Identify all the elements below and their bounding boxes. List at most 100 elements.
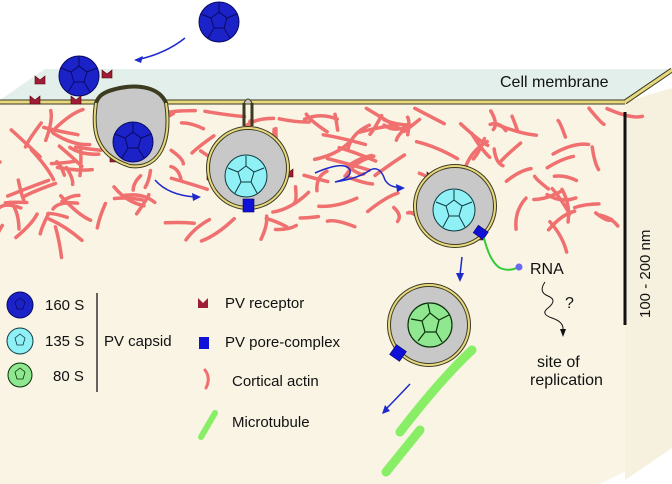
actin-filament [78,145,83,178]
actin-filament [560,187,571,224]
actin-filament [14,212,39,240]
actin-filament [0,223,5,233]
actin-filament [551,142,591,156]
actin-filament [605,106,645,119]
actin-filament [514,196,528,231]
rna-label: RNA [530,261,564,278]
question-mark: ? [565,295,574,312]
actin-filament [5,178,51,198]
actin-filament [49,159,77,166]
legend-group-pv-capsid: PV capsid [104,333,172,350]
capsid-160s-internalized [112,121,154,163]
actin-filament [112,196,145,202]
actin-filament [23,121,43,149]
actin-filament [302,173,330,184]
pore-complex-vesicle-2 [242,198,255,213]
vesicle-membrane [93,102,169,168]
arrowhead [382,405,390,414]
actin-filament [134,192,151,216]
actin-filament [163,220,196,225]
vesicle-neck-top [243,98,253,104]
membrane-top-surface [0,69,672,100]
actin-filament [325,218,357,229]
legend-icon-160s [6,291,34,319]
actin-filament [22,181,58,198]
rna-strand [483,237,519,271]
membrane-edge-fill [624,68,672,104]
scale-bar-label: 100 - 200 nm [637,230,654,318]
actin-filament [95,201,108,230]
actin-filament [504,166,533,184]
actin-filament [498,141,523,164]
receptor [29,95,41,105]
receptor [101,69,113,79]
actin-filament [292,184,298,205]
actin-filament [346,123,372,151]
legend-icon-80s [7,362,33,388]
arrowhead [396,184,405,192]
actin-filament [304,112,329,134]
actin-filament [317,196,359,209]
actin-filament [590,145,601,172]
trafficking-arrow-3 [459,256,463,276]
actin-filament [556,118,568,139]
actin-filament [550,186,572,216]
actin-filament [169,176,210,192]
actin-filament [321,133,368,147]
actin-filament [325,156,371,172]
microtubule-icon [198,410,218,440]
legend-label-pore-complex: PV pore-complex [225,334,341,351]
actin-filament [131,174,143,192]
legend-capsids: 160 S 135 S 80 S PV capsid [6,291,172,392]
actin-filament [43,108,54,143]
actin-filament [333,112,340,132]
entry-arrow-1 [135,37,186,61]
actin-filament [373,153,407,178]
actin-filament [302,113,339,121]
actin-filament [458,122,490,148]
capsid-160s-bound [58,55,100,97]
actin-filament [73,145,103,153]
actin-filament [273,223,299,232]
cell-side-face [625,88,672,480]
vesicle-neck [242,103,254,126]
actin-filament [51,131,92,147]
cell-membrane-label: Cell membrane [500,74,609,91]
microtubule-2 [381,425,425,477]
actin-filament [414,139,460,161]
rna-end [515,263,523,271]
legend-label-80s: 80 S [53,368,84,385]
actin-filament [123,193,157,205]
actin-filament [382,123,411,131]
legend-label-microtubule: Microtubule [232,414,310,431]
receptor-icon [198,298,208,308]
actin-filament [413,106,446,126]
actin-filament [179,121,206,131]
arrowhead [456,273,464,282]
actin-filament [532,189,564,202]
actin-filament [277,117,312,124]
actin-filament [184,217,212,242]
actin-filament [312,141,350,162]
actin-filament [572,202,601,210]
legend-label-receptor: PV receptor [225,295,304,312]
trafficking-arrow-1 [154,179,196,198]
actin-filament [587,106,606,127]
actin-filament [169,148,186,166]
actin-filament [41,125,80,137]
pore-complex-vesicle-4 [389,344,407,362]
actin-filament [365,191,400,214]
arrowhead [192,193,201,201]
pore-complex-icon [199,337,209,349]
actin-filament [264,216,289,229]
actin-filament [0,203,23,210]
actin-filament [489,109,498,132]
legend-label-160s: 160 S [45,297,84,314]
actin-filament [68,145,101,156]
actin-filament [532,174,551,191]
microtubule-1 [395,345,477,437]
actin-filament [392,205,402,224]
actin-filament [169,164,183,182]
actin-filament [598,213,620,228]
